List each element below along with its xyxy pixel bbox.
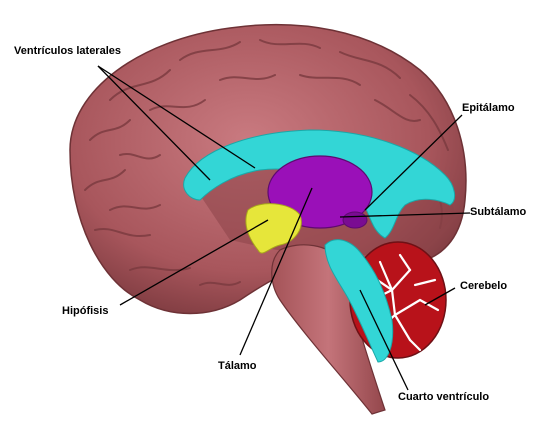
label-subtalamo: Subtálamo (470, 206, 527, 218)
label-cerebelo: Cerebelo (460, 280, 508, 292)
gyri-texture (84, 39, 449, 286)
label-epitalamo: Epitálamo (462, 102, 515, 114)
label-hipofisis: Hipófisis (62, 305, 109, 317)
label-cuarto-ventriculo: Cuarto ventrículo (398, 391, 490, 403)
pituitary (245, 203, 302, 254)
subthalamus (342, 211, 368, 229)
leader-lines (97, 65, 471, 391)
label-talamo: Tálamo (218, 360, 257, 372)
label-ventriculos-laterales: Ventrículos laterales (14, 45, 121, 57)
lateral-ventricles (183, 129, 456, 239)
fourth-ventricle (324, 239, 394, 363)
